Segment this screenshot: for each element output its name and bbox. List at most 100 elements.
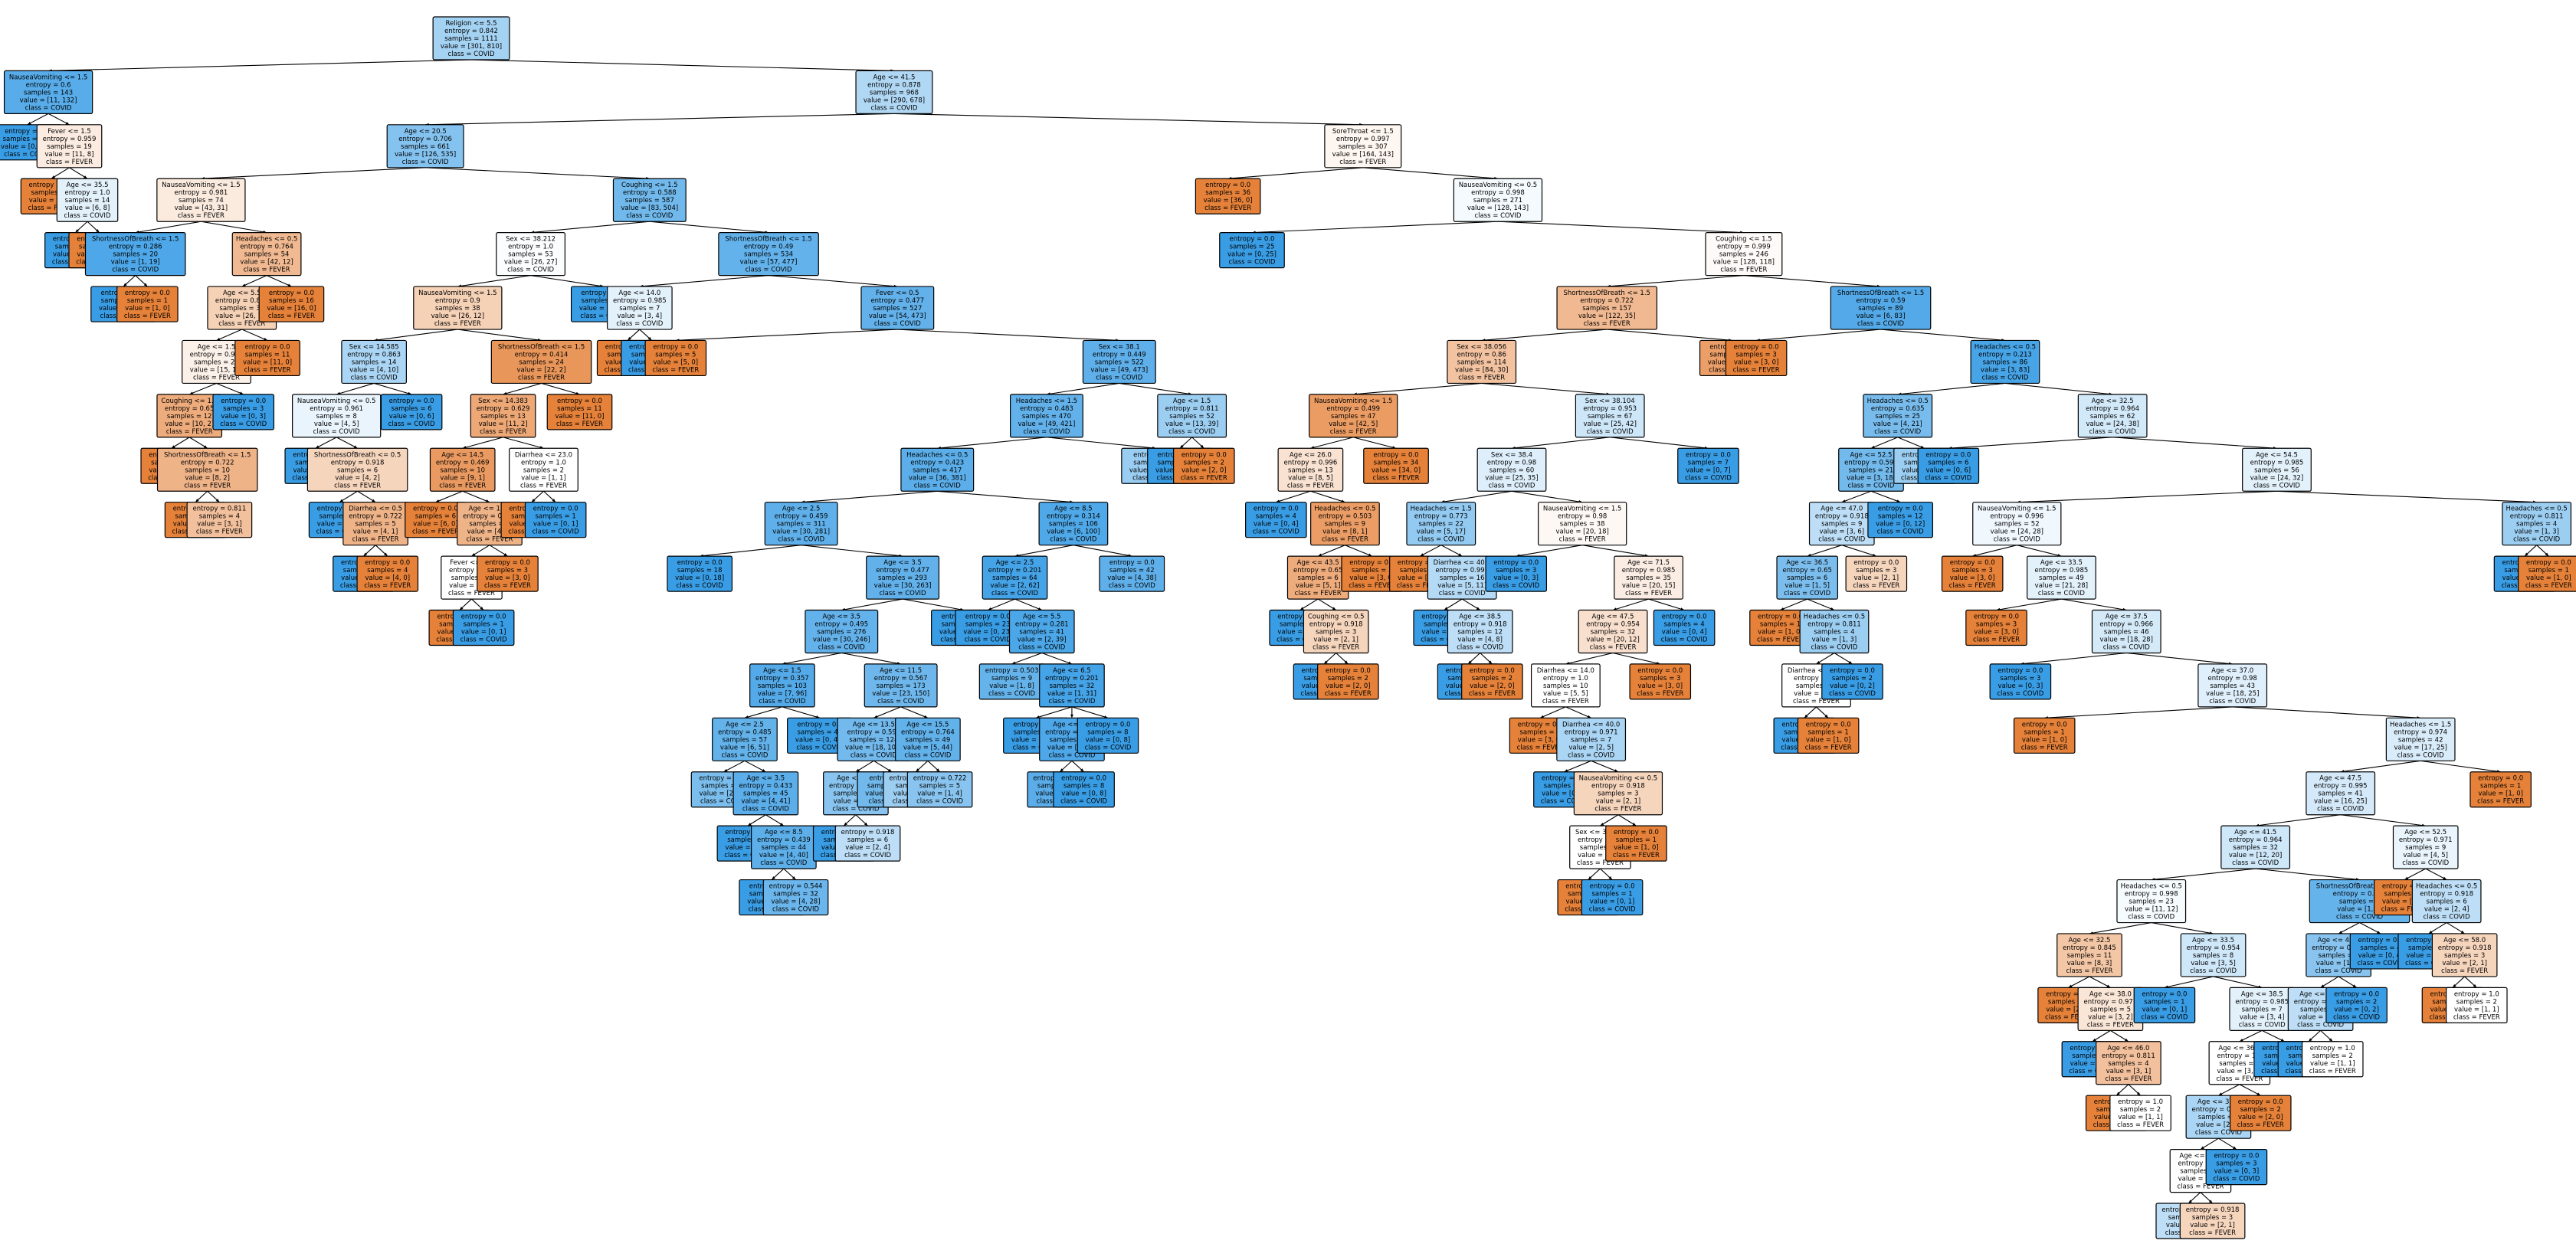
edge-arrowhead [2308,1038,2312,1042]
node-label-line: entropy = 0.918 [1454,621,1507,629]
node-label-line: samples = 13 [480,413,526,421]
node-label-line: samples = 25 [1230,244,1275,251]
edge-arrowhead [75,229,80,233]
tree-edge [1841,490,1872,503]
tree-edge [241,275,267,287]
node-box [1867,502,1934,538]
node-label-line: class = COVID [1784,590,1830,597]
tree-edge [457,275,531,287]
node-box [2469,771,2532,808]
tree-edge [2404,868,2426,881]
node-label-line: value = [42, 5] [1329,421,1378,428]
tree-edge [801,545,903,557]
tree-edge [1743,275,1881,287]
node-label-line: entropy = 0.635 [1871,405,1925,413]
node-label-line: value = [5, 0] [29,197,74,205]
node-label-line: value = [1, 1] [2310,1060,2355,1068]
node-label-line: Age <= 5.5 [223,290,261,297]
node-label-line: value = [0, 23] [963,629,1012,637]
node-label-line: value = [15, 12] [190,366,243,374]
node-label-line: class = COVID [1421,637,1467,644]
node-label-line: NauseaVomiting <= 1.5 [1978,506,2056,513]
node-label-line: entropy = 0.65 [699,775,748,783]
node-label-line: value = [2, 4] [845,844,890,852]
node-label-line: class = COVID [2405,960,2452,967]
node-label-line: class = COVID [2317,806,2364,813]
tree-edge [2151,922,2214,934]
edge-arrowhead [2092,1038,2096,1042]
tree-edge [462,490,490,503]
edge-arrowhead [171,445,175,449]
node-label-line: samples = 5 [2090,1006,2131,1013]
node-label-line: samples = 6 [1928,459,1968,466]
node-label-line: entropy = 0.918 [331,459,385,466]
node-label-line: class = COVID [112,267,159,274]
node-box [718,232,819,277]
node-label-line: entropy = 0.722 [1580,297,1634,305]
node-label-line: value = [4, 10] [349,366,398,374]
node-label-line: value = [1, 8] [989,682,1034,690]
node-label-line: Age <= 5.5 [1023,614,1061,621]
edge-arrowhead [2208,1199,2213,1203]
tree-edge [769,275,898,287]
node-label-line: class = FEVER [1517,744,1564,751]
node-label-line: samples = 62 [2090,413,2135,421]
node-label-line: value = [7, 96] [758,690,807,698]
tree-edge [1607,329,1732,342]
node-label-line: class = COVID [1877,529,1924,536]
node-label-line: entropy = 1.0 [2310,1045,2355,1052]
node-label-line: Age <= 3.5 [883,559,922,567]
edge-arrowhead [628,336,631,341]
edge-arrowhead [1848,660,1853,664]
edge-arrowhead [2239,1038,2243,1042]
node-label-line: entropy = 0.567 [874,675,928,682]
node-label-line: class = FEVER [352,536,399,544]
node-label-line: Age <= 20.5 [405,128,447,136]
edge-arrowhead [1824,714,1829,718]
node-label-line: value = [21, 28] [2035,582,2088,590]
edge-arrowhead [1804,714,1808,718]
node-label-line: value = [49, 473] [1090,366,1148,374]
node-label-line: samples = 8 [1064,783,1104,790]
node-label-line: value = [164, 143] [1332,151,1394,159]
node-label-line: value = [2, 39] [1018,637,1067,644]
node-box [1845,555,1908,592]
node-label-line: entropy = 0.0 [1590,883,1635,891]
node-label-line: value = [0, 6] [1926,466,1971,474]
node-label-line: value = [36, 0] [1204,197,1253,205]
edge-arrowhead [2460,930,2465,934]
tree-edge [216,329,242,341]
tree-edge [700,545,801,557]
node-label-line: value = [1, 0] [2022,736,2067,744]
node-label-line: ShortnessOfBreath <= 0.5 [314,451,401,459]
node-label-line: class = COVID [1096,374,1142,381]
node-label-line: class = COVID [1661,637,1708,644]
node-label-line: samples = 1 [2528,567,2569,574]
edge-arrowhead [2452,983,2456,988]
node-label-line: value = [12, 20] [2229,852,2282,859]
node-label-line: value = [2, 1] [2190,1222,2235,1229]
node-label-line: samples = 2 [2312,1052,2353,1060]
node-label-line: class = COVID [2213,1176,2260,1183]
edge-arrowhead [2329,1038,2333,1042]
node-label-line: value = [0, 8] [1061,790,1106,798]
tree-edge [374,329,458,341]
tree-edge [336,437,358,449]
node-label-line: class = FEVER [28,205,75,212]
node-label-line: entropy = 0.981 [175,189,228,197]
edge-arrowhead [2338,931,2343,934]
node-label-line: Age <= 43.5 [1297,559,1339,567]
node-box [1077,717,1139,754]
